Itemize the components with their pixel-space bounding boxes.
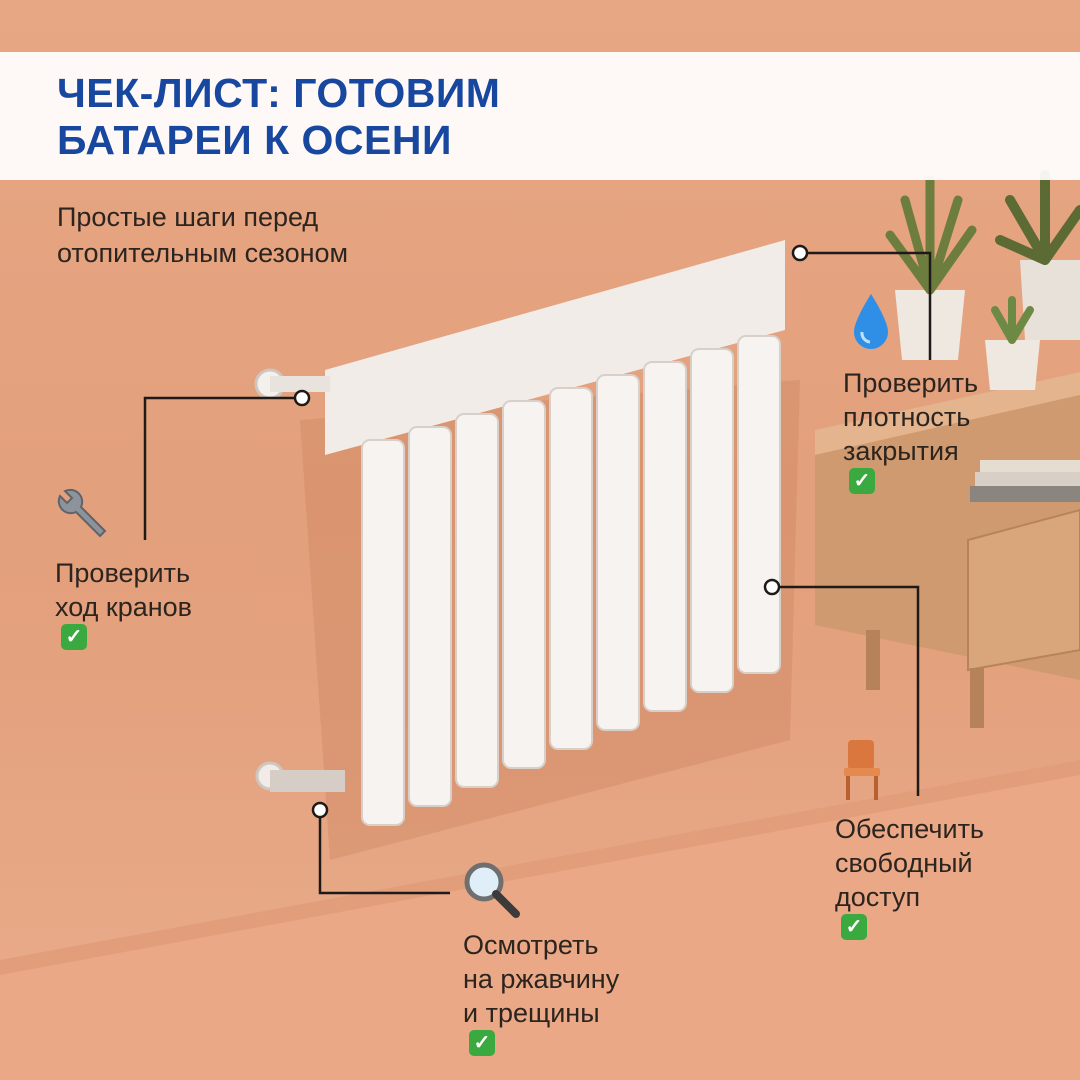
chair-icon: [844, 740, 880, 800]
radiator-fin: [455, 413, 499, 788]
item-line: Проверить: [55, 558, 191, 588]
title-line-2: БАТАРЕИ К ОСЕНИ: [57, 117, 452, 163]
item-line: свободный: [835, 848, 973, 878]
item-line: закрытия: [843, 436, 959, 466]
radiator-fin: [549, 387, 593, 750]
callout-lines: [143, 251, 932, 895]
plant-right: [985, 170, 1080, 390]
wrench-icon: [57, 488, 107, 538]
radiator-fin: [690, 348, 734, 693]
page-title: ЧЕК-ЛИСТ: ГОТОВИМ БАТАРЕИ К ОСЕНИ: [57, 70, 500, 164]
subtitle-line-1: Простые шаги перед: [57, 202, 319, 232]
radiator-fin: [643, 361, 687, 712]
radiator-fin: [596, 374, 640, 731]
cabinet: [815, 372, 1080, 728]
item-line: ход кранов: [55, 592, 192, 622]
magnifier-icon: [464, 862, 520, 918]
subtitle: Простые шаги перед отопительным сезоном: [57, 199, 348, 271]
checkmark-icon: ✓: [849, 468, 875, 494]
item-line: на ржавчину: [463, 964, 620, 994]
floor: [0, 760, 1080, 1080]
checklist-item-seal: Проверить плотность закрытия✓: [843, 366, 978, 494]
radiator: [254, 240, 785, 826]
water-drop-icon: [854, 294, 888, 349]
checkmark-icon: ✓: [61, 624, 87, 650]
checklist-item-rust: Осмотреть на ржавчину и трещины✓: [463, 928, 619, 1056]
radiator-fin: [408, 426, 452, 807]
item-line: и трещины: [463, 998, 600, 1028]
item-line: Обеспечить: [835, 814, 985, 844]
checklist-item-valves: Проверить ход кранов✓: [55, 556, 192, 650]
item-line: Осмотреть: [463, 930, 599, 960]
checklist-item-access: Обеспечить свободный доступ✓: [835, 812, 984, 940]
item-line: доступ: [835, 882, 921, 912]
radiator-fin: [361, 439, 405, 826]
title-banner: [0, 52, 1080, 180]
checkmark-icon: ✓: [841, 914, 867, 940]
item-line: Проверить: [843, 368, 979, 398]
title-line-1: ЧЕК-ЛИСТ: ГОТОВИМ: [57, 70, 501, 116]
subtitle-line-2: отопительным сезоном: [57, 238, 349, 268]
radiator-fin: [737, 335, 781, 674]
radiator-fin: [502, 400, 546, 769]
checkmark-icon: ✓: [469, 1030, 495, 1056]
item-line: плотность: [843, 402, 971, 432]
